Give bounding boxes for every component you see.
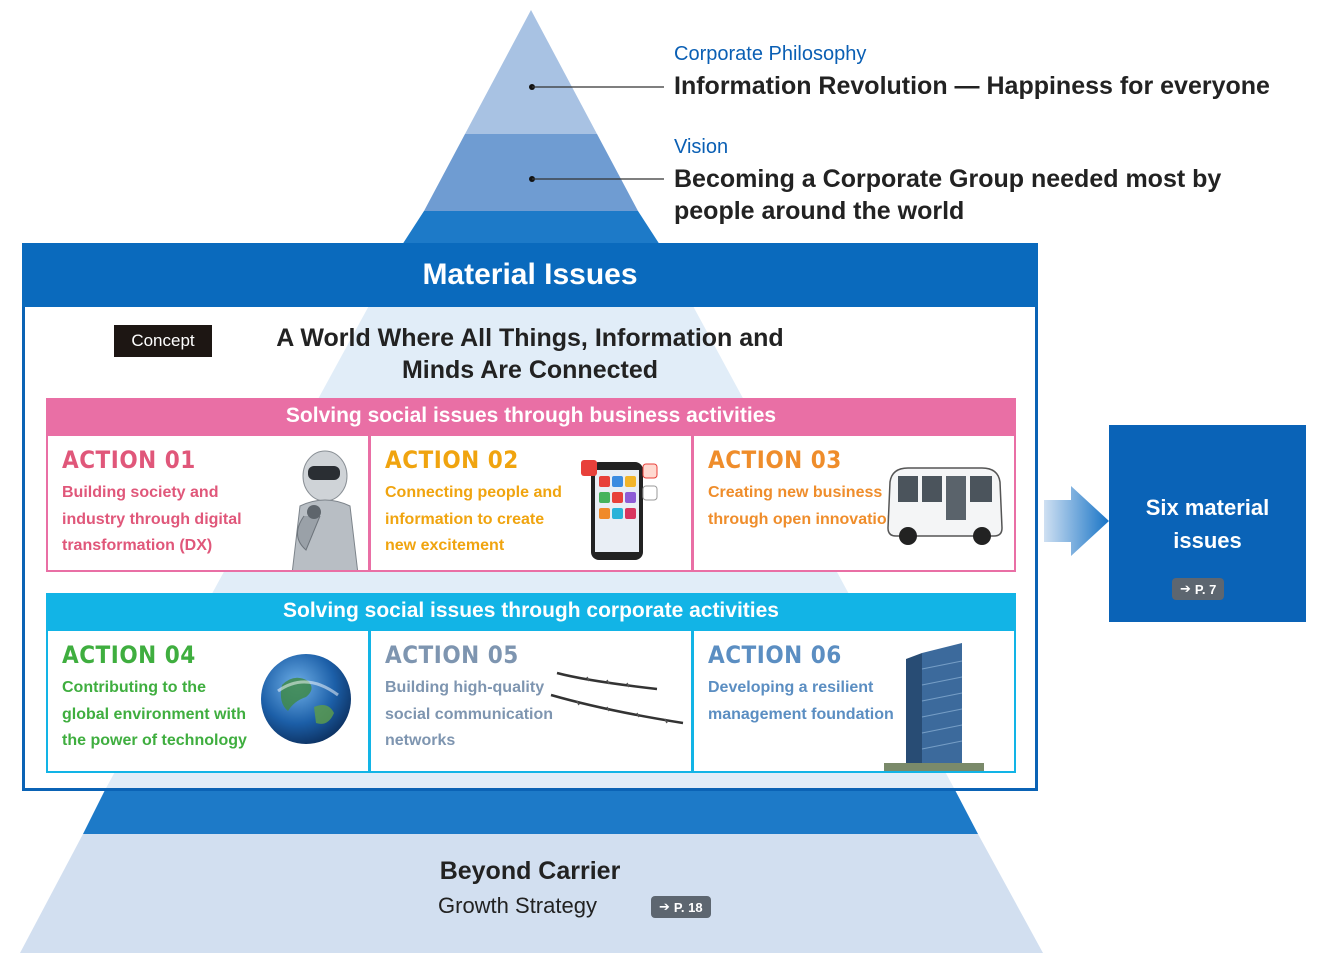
action-description: Developing a resilient management founda…: [708, 679, 894, 723]
smartphone-apps-icon: [581, 460, 658, 560]
material-issues-title: Material Issues: [22, 243, 1038, 307]
six-material-issues-box[interactable]: Six material issues ➔ P. 7: [1109, 425, 1306, 622]
network-cable-icon: [550, 671, 684, 725]
vision-category: Vision: [674, 136, 729, 158]
action-card-04: ACTION 04 Contributing to the global env…: [46, 629, 370, 773]
action-title: ACTION 03: [708, 446, 842, 474]
robot-icon: [291, 450, 359, 570]
arrow-right-icon: ➔: [659, 899, 670, 914]
action-description: Building high-quality social communicati…: [385, 679, 554, 749]
pyramid-tier-philosophy: [465, 10, 597, 134]
base-subtitle: Growth Strategy: [438, 893, 597, 918]
pyramid-tier-base: [20, 834, 1043, 953]
action-card-01: ACTION 01 Building society and industry …: [46, 434, 370, 572]
action-card-02: ACTION 02 Connecting people and informat…: [369, 434, 693, 572]
pyramid-tier-material-band: [402, 211, 660, 245]
action-description: Building society and industry through di…: [62, 484, 242, 554]
action-title: ACTION 02: [385, 446, 519, 474]
right-arrow-icon: [1044, 486, 1109, 556]
concept-text: A World Where All Things, Information an…: [276, 324, 784, 384]
page-reference-text: P. 18: [673, 899, 703, 915]
business-activities-header: Solving social issues through business a…: [46, 398, 1016, 434]
philosophy-statement: Information Revolution — Happiness for e…: [674, 72, 1270, 100]
action-description: Creating new business through open innov…: [708, 484, 897, 528]
action-title: ACTION 06: [708, 641, 842, 669]
growth-strategy-page-badge[interactable]: ➔ P. 18: [651, 896, 711, 918]
office-building-icon: [884, 643, 984, 771]
earth-globe-icon: [261, 654, 351, 744]
philosophy-category: Corporate Philosophy: [674, 43, 867, 65]
action-card-05: ACTION 05 Building high-quality social c…: [369, 629, 693, 773]
action-card-06: ACTION 06 Developing a resilient managem…: [692, 629, 1016, 773]
corporate-activities-header: Solving social issues through corporate …: [46, 593, 1016, 629]
autonomous-bus-icon: [887, 467, 1003, 545]
action-title: ACTION 04: [62, 641, 196, 669]
action-title: ACTION 01: [62, 446, 196, 474]
base-title: Beyond Carrier: [439, 857, 621, 885]
action-description: Connecting people and information to cre…: [385, 484, 562, 554]
concept-tag: Concept: [114, 325, 212, 357]
pyramid-tier-lower-band: [83, 790, 978, 834]
arrow-right-icon: ➔: [1180, 581, 1191, 596]
pyramid-tier-vision: [424, 134, 638, 211]
action-description: Contributing to the global environment w…: [62, 679, 247, 749]
page-reference-text: P. 7: [1194, 581, 1217, 597]
six-material-issues-title: Six material issues: [1145, 495, 1270, 553]
action-card-03: ACTION 03 Creating new business through …: [692, 434, 1016, 572]
vision-statement: Becoming a Corporate Group needed most b…: [674, 165, 1222, 225]
page-reference-badge[interactable]: ➔ P. 7: [1172, 578, 1225, 600]
action-title: ACTION 05: [385, 641, 519, 669]
